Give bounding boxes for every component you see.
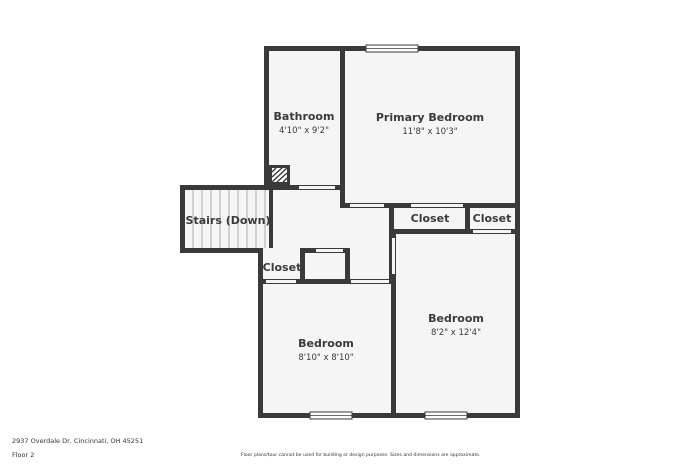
primary-bedroom-label: Primary Bedroom [376,111,484,124]
closet-left-label: Closet [263,261,302,274]
footer-address: 2937 Overdale Dr, Cincinnati, OH 45251 [12,437,144,445]
windows [309,44,468,420]
footer-floor-label: Floor 2 [12,451,35,459]
closet-center-label: Closet [411,212,450,225]
door-openings [266,186,511,283]
primary-bedroom-dims: 11'8" x 10'3" [402,127,457,137]
stairs-label: Stairs (Down) [186,214,271,227]
closet-right-label: Closet [473,212,512,225]
bedroom-right-dims: 8'2" x 12'4" [431,328,481,338]
bedroom-left-dims: 8'10" x 8'10" [298,353,353,363]
bedroom-left-label: Bedroom [298,337,354,350]
footer-disclaimer: Floor plans/tour cannot be used for buil… [241,453,481,458]
floor-area [182,49,517,417]
bedroom-right-label: Bedroom [428,312,484,325]
stair-treads [192,190,266,248]
vent-hatch-icon [269,165,290,185]
bathroom-dims: 4'10" x 9'2" [279,126,329,136]
bathroom-label: Bathroom [274,110,335,123]
